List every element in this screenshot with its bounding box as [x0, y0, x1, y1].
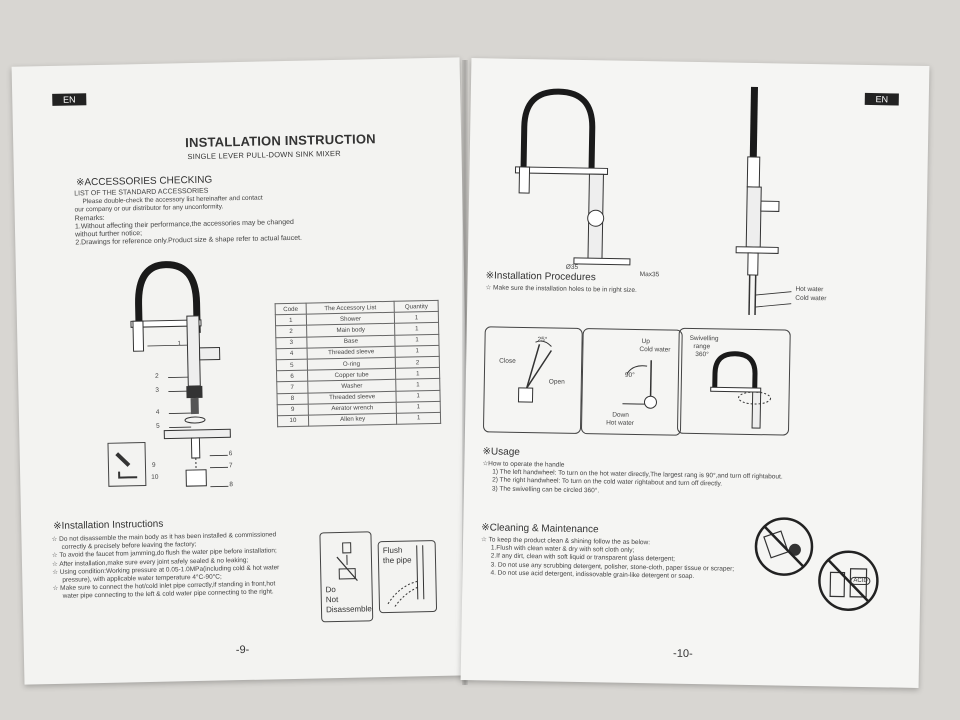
callout-2: 2	[155, 372, 159, 380]
table-cell: 1	[394, 311, 439, 324]
cleaning-heading: ※Cleaning & Maintenance	[481, 522, 599, 536]
table-cell: 1	[396, 401, 441, 414]
callout-7: 7	[228, 462, 233, 470]
angle-label: 90°	[624, 371, 635, 379]
open-label: Open	[548, 378, 565, 386]
table-cell: 1	[396, 378, 440, 391]
callout-3: 3	[155, 386, 160, 394]
usage-text: ☆How to operate the handle 1) The left h…	[482, 460, 783, 498]
swivel-range-diagram: Swivelling range 360°	[676, 327, 791, 436]
table-cell: 1	[396, 389, 441, 402]
angle-label: 25°	[537, 336, 548, 344]
box-label: Disassemble	[325, 604, 372, 615]
usage-heading: ※Usage	[482, 446, 520, 458]
valve-icon	[336, 542, 358, 582]
table-header: Quantity	[394, 300, 439, 313]
table-cell: 10	[277, 414, 309, 427]
language-tab: EN	[864, 92, 899, 106]
table-cell: 1	[395, 367, 440, 380]
handle-hot-cold-diagram: Up Cold water 90° Down Hot water	[580, 328, 683, 436]
table-cell: 5	[276, 359, 308, 371]
table-cell: 1	[394, 322, 439, 335]
callout-1: 1	[177, 340, 182, 348]
wrench-icon	[115, 452, 138, 479]
page-number: -9-	[235, 643, 250, 657]
faucet-side-diagram	[735, 86, 792, 316]
cold-water-label: Cold water	[795, 294, 827, 303]
right-page: EN Ø35 Max35 Hot water Cold water ※Insta…	[460, 58, 930, 688]
no-scrubbing-icon	[754, 517, 814, 576]
table-cell: 1	[395, 345, 440, 358]
handle-angle-icon	[517, 340, 552, 403]
faucet-front-diagram	[514, 88, 631, 266]
table-cell: 2	[275, 325, 307, 338]
tools-box	[107, 442, 147, 487]
do-not-disassemble-box: Do Not Disassemble	[319, 531, 374, 623]
hot-water-label: Hot water	[795, 285, 824, 294]
cleaning-text: ☆ To keep the product clean & shining fo…	[480, 536, 734, 581]
hot-water-label: Hot water	[606, 419, 634, 427]
table-cell: 2	[395, 356, 440, 369]
handle-close-open-diagram: Close Open 25°	[482, 326, 583, 435]
faucet-exploded-diagram	[130, 261, 231, 487]
callout-9: 9	[151, 461, 156, 469]
callout-4: 4	[155, 408, 160, 416]
flush-pipe-box: Flush the pipe	[377, 539, 438, 614]
procedures-note: ☆ Make sure the installation holes to be…	[485, 284, 637, 294]
close-label: Close	[499, 357, 516, 365]
table-cell: Allen key	[308, 413, 397, 427]
table-cell: 4	[276, 347, 308, 360]
callout-10: 10	[151, 473, 159, 481]
table-cell: 1	[275, 314, 307, 327]
callout-6: 6	[228, 450, 233, 458]
install-text: ☆ Do not disassemble the main body as it…	[51, 531, 280, 601]
dimension-max: Max35	[639, 271, 660, 279]
pipe-flush-icon	[387, 545, 425, 609]
page-number: -10-	[672, 647, 693, 661]
procedures-heading: ※Installation Procedures	[485, 270, 596, 284]
table-cell: 1	[395, 333, 440, 347]
table-cell: 8	[276, 392, 308, 405]
no-acid-icon	[818, 550, 879, 611]
install-heading: ※Installation Instructions	[53, 518, 164, 532]
callout-8: 8	[229, 481, 234, 489]
callout-5: 5	[156, 422, 160, 430]
table-cell: 3	[275, 336, 307, 349]
table-cell: 7	[276, 381, 308, 394]
lever-direction-icon	[622, 360, 657, 409]
acid-label: ACID	[850, 576, 871, 586]
table-cell: 6	[276, 370, 308, 383]
callout-lines	[147, 344, 229, 488]
left-page: EN INSTALLATION INSTRUCTION SINGLE LEVER…	[11, 57, 473, 685]
table-cell: 9	[277, 403, 309, 416]
table-header: Code	[275, 303, 307, 315]
table-cell: 1	[396, 412, 441, 425]
cold-water-label: Cold water	[639, 346, 671, 354]
swivel-faucet-icon	[710, 351, 772, 429]
